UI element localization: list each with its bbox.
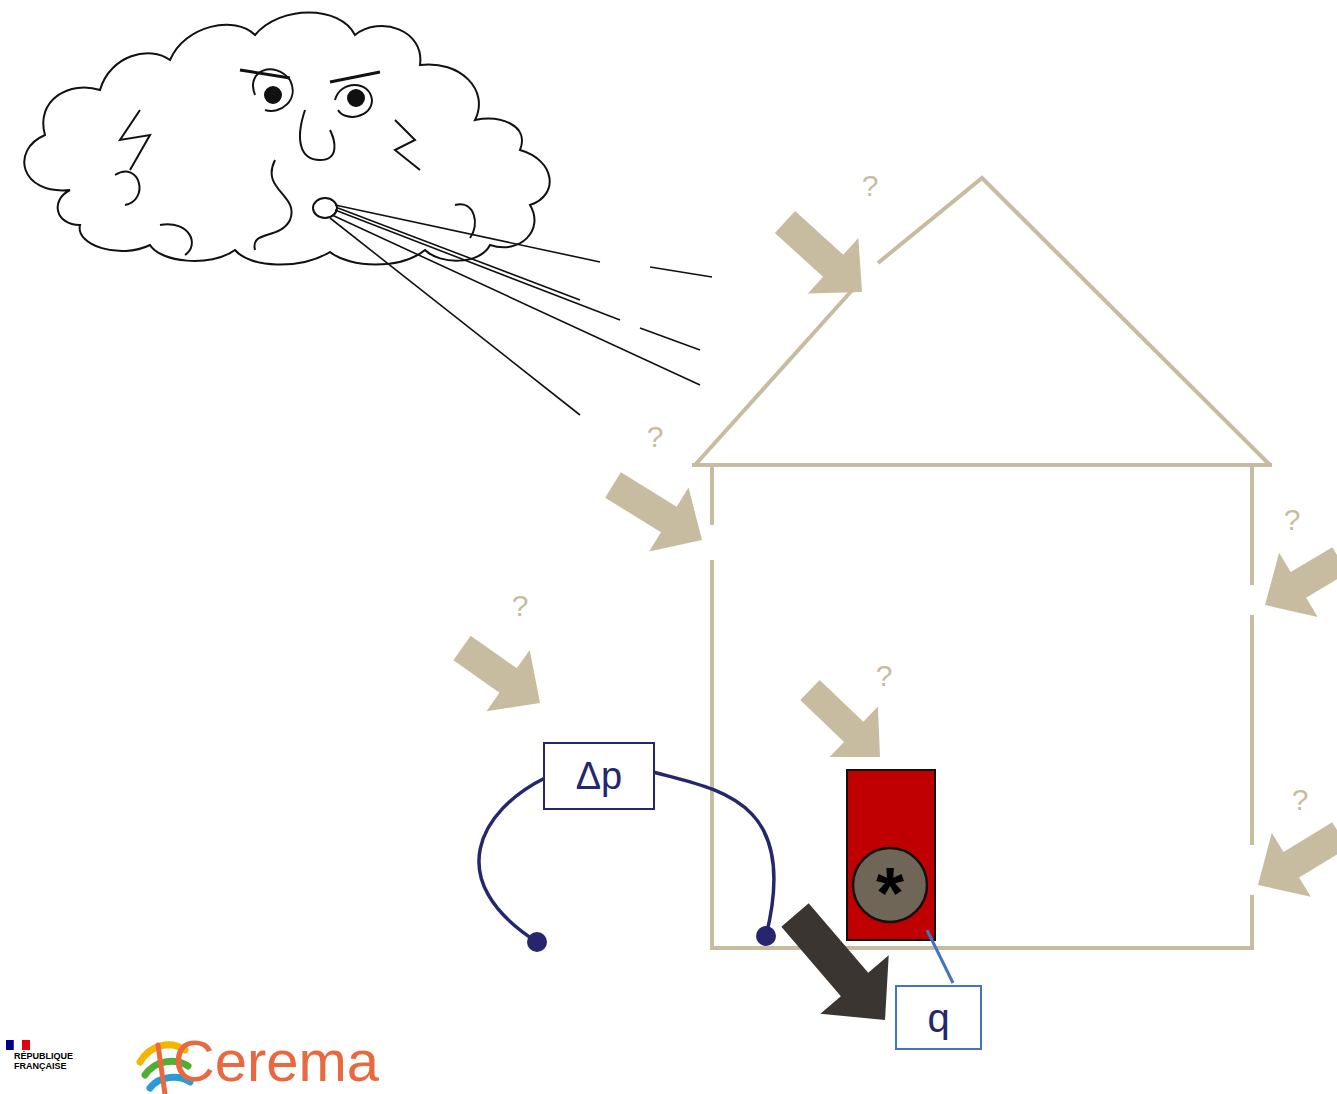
republic-logo-text: RÉPUBLIQUE FRANÇAISE	[14, 1052, 76, 1072]
arrow-shape	[453, 636, 540, 711]
leader-line	[927, 930, 953, 983]
question-mark: ?	[512, 591, 529, 621]
arrow-shape	[775, 211, 862, 294]
question-mark: ?	[876, 661, 893, 691]
question-mark: ?	[1284, 505, 1301, 535]
node-text: Δp	[576, 757, 623, 795]
tube-end	[756, 926, 776, 946]
cerema-wordmark: Cerema	[173, 1032, 379, 1090]
arrow-shape	[1258, 822, 1337, 897]
arrow-shape	[800, 680, 880, 757]
gauge-box: Δp	[543, 742, 655, 810]
fan-box	[847, 770, 935, 940]
arrow-shape	[605, 472, 702, 551]
question-mark: ?	[862, 171, 879, 201]
question-mark: ?	[1292, 785, 1309, 815]
fan-symbol: *	[876, 857, 904, 929]
house-outline	[692, 178, 1272, 948]
flow-box: q	[895, 985, 982, 1050]
wind-cloud	[24, 13, 549, 265]
leak-arrows	[453, 211, 1337, 1020]
wind-lines	[330, 205, 712, 415]
node-text: q	[927, 998, 949, 1038]
question-mark: ?	[647, 422, 664, 452]
tube-end	[527, 932, 547, 952]
arrow-shape	[1265, 547, 1337, 617]
flag-logo	[6, 1040, 30, 1050]
